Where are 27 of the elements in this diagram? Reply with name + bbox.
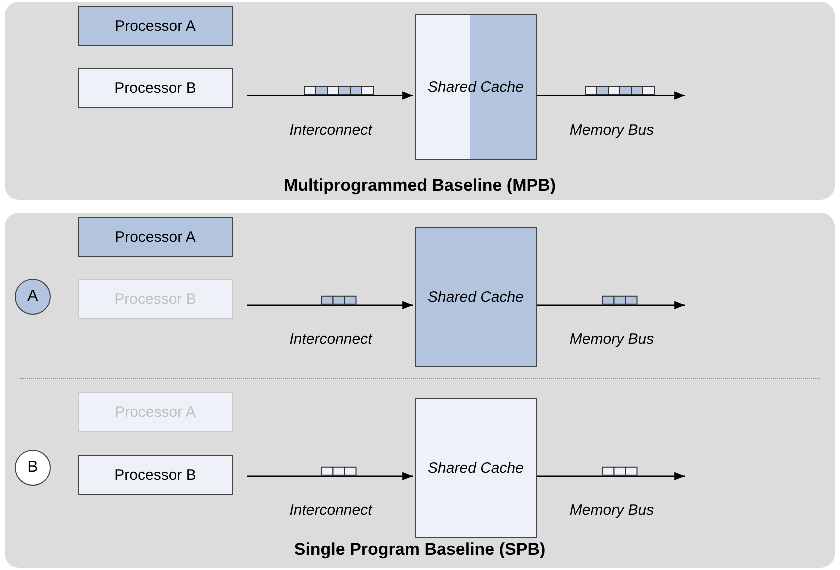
arrow [537,92,685,100]
edge-label: Interconnect [290,331,372,348]
edge-label: Interconnect [290,502,372,520]
arrow [247,472,413,481]
processor-box: Processor A [78,217,233,257]
section-title: Single Program Baseline (SPB) [294,540,546,560]
processor-box: Processor A [78,6,233,46]
cache-box: Shared Cache [415,14,537,160]
scenario-circle: B [15,450,51,486]
edge-label: Memory Bus [570,331,654,348]
processor-box: Processor A [78,392,233,432]
processor-box: Processor B [78,279,233,319]
edge-label: Memory Bus [570,122,654,139]
section-title: Multiprogrammed Baseline (MPB) [284,176,556,196]
cache-box: Shared Cache [415,398,537,538]
section-panel [5,213,835,568]
edge-label: Memory Bus [570,502,654,520]
arrow [537,472,685,481]
arrow [247,301,413,310]
arrow [537,301,685,310]
edge-label: Interconnect [290,122,372,139]
scenario-circle: A [15,279,51,315]
cache-box: Shared Cache [415,227,537,367]
processor-box: Processor B [78,455,233,495]
section-panel [5,2,835,200]
processor-box: Processor B [78,68,233,108]
arrow [247,92,413,100]
